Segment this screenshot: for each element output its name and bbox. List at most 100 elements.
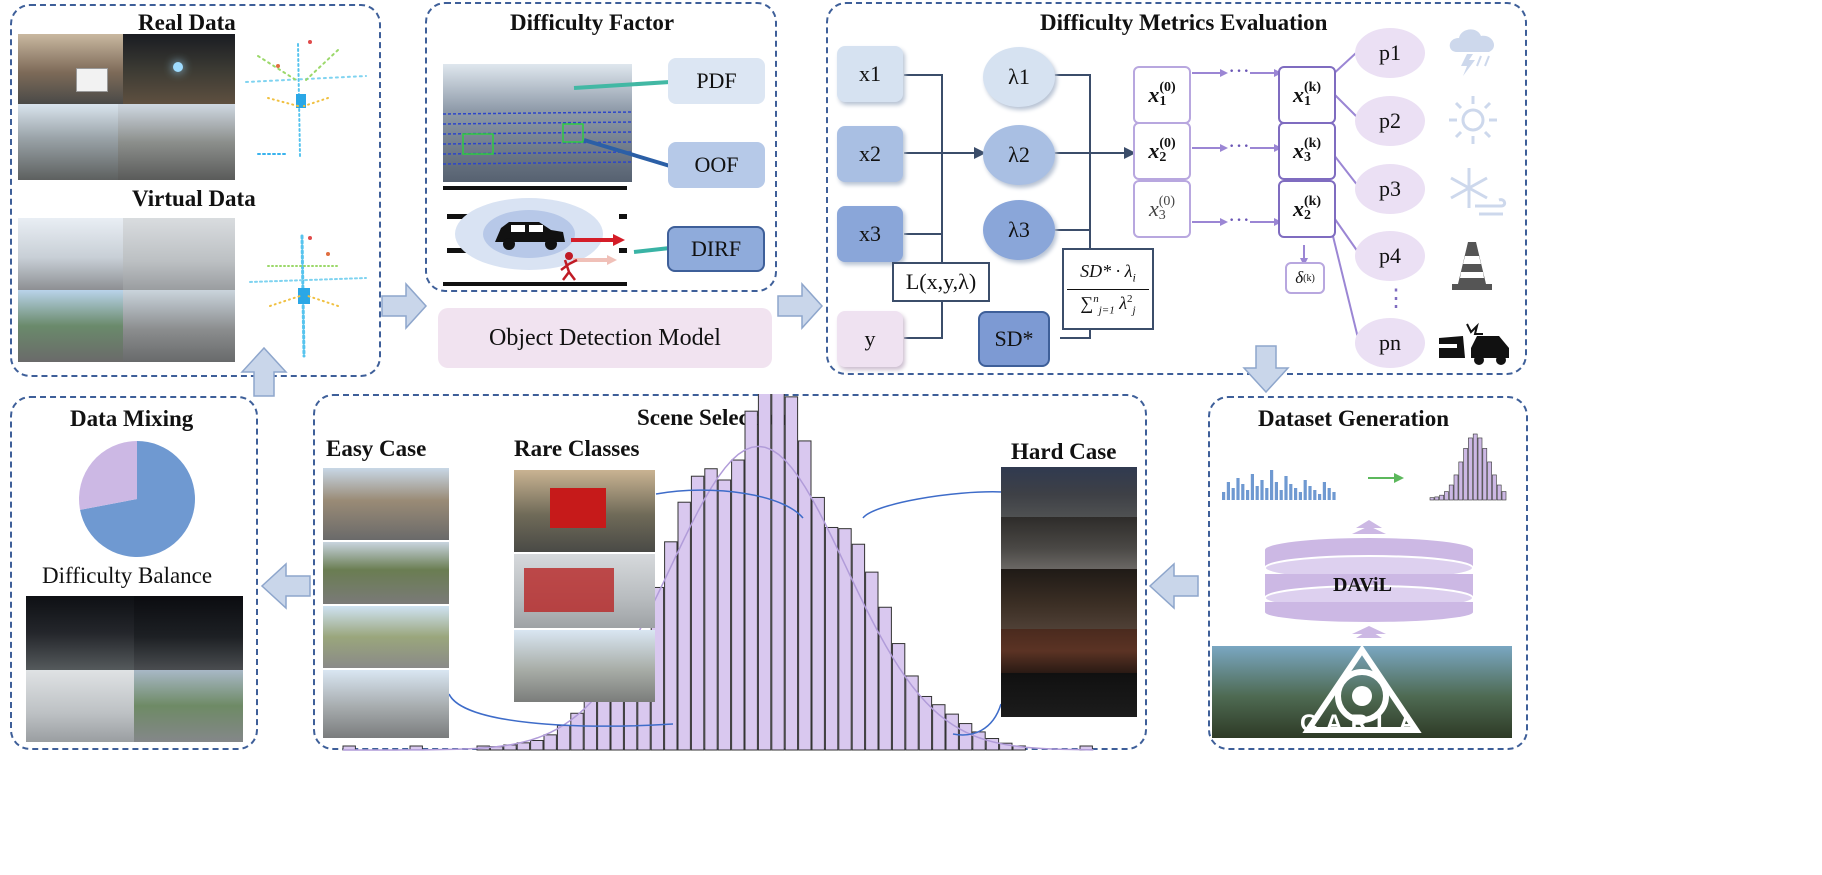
x3-final-symbol: x <box>1292 138 1304 163</box>
carla-logo-image: CARLA <box>1212 646 1512 738</box>
x1-initial-sub: 1 <box>1159 94 1167 109</box>
loss-function-box: L(x,y,λ) <box>892 262 990 302</box>
virtual-photo-2 <box>123 218 235 290</box>
rare-photo-1 <box>514 470 655 552</box>
param-p4-node: p4 <box>1355 231 1425 281</box>
formula-numerator: SD* · λ <box>1080 261 1133 282</box>
selection-link <box>862 491 1004 519</box>
hard-photo-1 <box>1001 467 1137 517</box>
before-bar <box>1241 484 1245 500</box>
before-bar <box>1255 486 1259 500</box>
after-bar <box>1429 497 1435 501</box>
weight-formula-box: SD* · λi ∑nj=1 λ2j <box>1062 248 1154 330</box>
hard-photo-5 <box>1001 673 1137 717</box>
before-bar <box>1260 480 1264 500</box>
before-bar <box>1294 488 1298 500</box>
arrow-up-to-real-virtual <box>240 346 288 397</box>
formula-numerator-sub: i <box>1132 271 1136 285</box>
selection-link <box>952 703 1002 736</box>
carla-logo-text: CARLA <box>1300 710 1424 737</box>
histogram-bar <box>972 731 986 751</box>
arrow-down-to-generation <box>1242 345 1290 394</box>
x2-final-sup: (k) <box>1303 194 1322 209</box>
hard-photo-3 <box>1001 569 1137 629</box>
x2-initial-box: x(0)2 <box>1133 122 1191 180</box>
real-photo-4 <box>118 104 235 180</box>
after-bar <box>1487 461 1492 501</box>
x2-final-symbol: x <box>1292 196 1304 221</box>
x2-initial-sub: 2 <box>1159 150 1167 165</box>
param-p1-node: p1 <box>1355 28 1425 78</box>
mixing-photo-4 <box>134 670 243 742</box>
histogram-bar <box>878 606 892 751</box>
shift-arrow-head <box>1394 473 1404 483</box>
delta-box: δ(k) <box>1285 262 1325 294</box>
real-data-title: Real Data <box>138 10 236 35</box>
factor-connectors <box>573 80 671 254</box>
before-bar <box>1303 480 1307 500</box>
panel-data-mixing <box>10 396 258 750</box>
sun-icon <box>1449 96 1497 144</box>
mixing-photo-1 <box>26 596 134 670</box>
selection-link <box>448 693 674 727</box>
dots-row-2: ··· <box>1228 133 1250 158</box>
rare-photo-2 <box>514 554 655 628</box>
x3-initial-symbol: x <box>1148 196 1159 221</box>
input-x2-box: x2 <box>837 126 903 182</box>
after-bar <box>1453 474 1459 501</box>
x1-final-sup: (k) <box>1303 80 1322 95</box>
histogram-bar <box>717 479 732 751</box>
histogram-bar <box>530 739 544 751</box>
formula-sum-upper: n <box>1093 293 1099 305</box>
difficulty-balance-pie <box>79 441 195 557</box>
histogram-bar <box>677 501 691 751</box>
x3-initial-sup: (0) <box>1158 194 1176 209</box>
histogram-bar <box>905 675 919 751</box>
before-bar <box>1265 488 1269 500</box>
after-bar <box>1482 448 1488 501</box>
input-x3-box: x3 <box>837 206 903 262</box>
before-bar <box>1284 476 1288 500</box>
snow-wind-icon <box>1450 168 1507 216</box>
difficulty-factor-title: Difficulty Factor <box>510 10 675 35</box>
input-x1-box: x1 <box>837 46 903 102</box>
before-bar <box>1222 492 1226 500</box>
histogram-bar <box>744 410 758 751</box>
after-bar <box>1468 437 1473 501</box>
after-bar <box>1463 448 1468 501</box>
oof-box: OOF <box>668 142 765 188</box>
after-bar <box>1439 494 1444 501</box>
histogram-bar <box>945 713 959 751</box>
easy-photo-3 <box>323 606 449 668</box>
arrow-left-to-scene-selection <box>1148 562 1199 610</box>
detection-scene-image <box>443 64 632 182</box>
before-bar <box>1327 488 1331 500</box>
pdf-box: PDF <box>668 58 765 104</box>
delta-symbol: δ <box>1295 268 1304 287</box>
before-bar <box>1318 494 1322 500</box>
traffic-cone-icon <box>1452 242 1492 290</box>
histogram-bar <box>958 723 973 751</box>
formula-denominator-pow: 2 <box>1127 293 1133 305</box>
histogram-bar <box>704 468 718 751</box>
param-vdots: ⋮ <box>1384 286 1408 312</box>
histogram-bar <box>516 742 531 751</box>
before-bar <box>1298 492 1302 500</box>
dataset-generation-title: Dataset Generation <box>1258 406 1449 431</box>
histogram-bar <box>570 712 584 751</box>
histogram-bar <box>798 440 812 751</box>
dirf-box: DIRF <box>667 226 765 272</box>
x3-final-sub: 3 <box>1303 150 1311 165</box>
real-photo-1 <box>18 34 123 104</box>
x1-initial-sup: (0) <box>1159 80 1176 95</box>
before-bar <box>1279 490 1283 500</box>
arrow-left-to-data-mixing <box>260 562 311 610</box>
before-bar <box>1274 482 1278 500</box>
arrow-to-difficulty-factor <box>381 282 428 330</box>
histogram-bar <box>851 543 866 751</box>
param-p3-node: p3 <box>1355 164 1425 214</box>
x1-final-sub: 1 <box>1303 94 1311 109</box>
formula-sum: ∑ <box>1080 293 1094 313</box>
lane-diagram <box>443 186 627 286</box>
histogram-bar <box>556 725 571 751</box>
